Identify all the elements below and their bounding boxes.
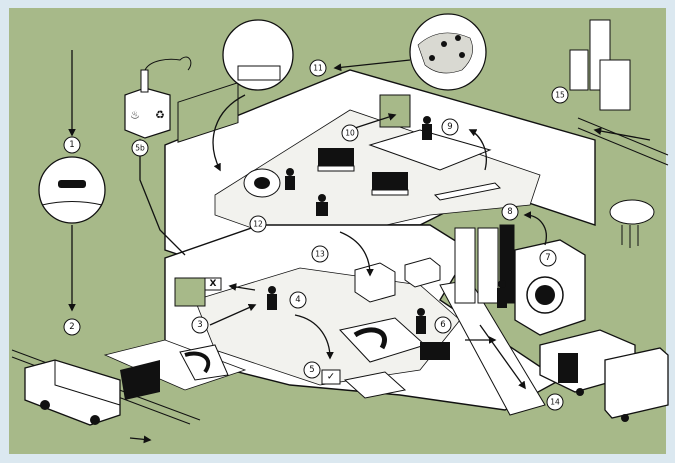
reject-mark-label: X bbox=[210, 279, 217, 289]
inspection-table bbox=[368, 129, 492, 171]
step-badge-circle bbox=[303, 361, 321, 379]
step-badge-label: 9 bbox=[447, 122, 452, 132]
step-badge-label: 11 bbox=[313, 64, 323, 73]
step-badge-label: 13 bbox=[315, 250, 325, 259]
step-badge-label: 5b bbox=[135, 144, 145, 153]
step-badge-label: 1 bbox=[69, 140, 74, 150]
step-badge-circle bbox=[341, 124, 359, 142]
weighing-scale bbox=[343, 371, 407, 399]
step-badge-s5b: 5b bbox=[131, 139, 149, 157]
reject-mark: X bbox=[204, 277, 222, 291]
building bbox=[164, 69, 596, 416]
arrow-8 bbox=[523, 211, 547, 246]
window-upper-left bbox=[177, 82, 239, 143]
arrow-x bbox=[228, 283, 256, 291]
step-badge-s12: 12 bbox=[249, 215, 267, 233]
arrow-2-down bbox=[129, 435, 152, 444]
step-badge-s9: 9 bbox=[441, 118, 459, 136]
step-badge-circle bbox=[289, 291, 307, 309]
flame-icon: ♨ bbox=[130, 109, 140, 122]
pallet-stacks bbox=[317, 148, 409, 196]
city-skyline bbox=[569, 19, 631, 111]
step-badge-circle bbox=[63, 136, 81, 154]
step-badge-s3: 3 bbox=[191, 316, 209, 334]
road-lines bbox=[577, 117, 669, 166]
location-pin-icon bbox=[441, 41, 447, 47]
window-lower-left bbox=[174, 277, 206, 307]
step-badge-circle bbox=[309, 59, 327, 77]
step-badge-circle bbox=[546, 393, 564, 411]
recycle-bin-icon: ♻ bbox=[155, 109, 165, 122]
delivery-truck-left bbox=[24, 359, 121, 426]
step-badge-label: 10 bbox=[345, 129, 355, 138]
conveyor-rollers bbox=[433, 182, 502, 201]
step-badge-s1: 1 bbox=[63, 136, 81, 154]
approve-mark-label: ✓ bbox=[327, 372, 335, 383]
step-badge-label: 6 bbox=[440, 320, 445, 330]
arrow-3 bbox=[209, 303, 257, 326]
step-badge-s6: 6 bbox=[434, 316, 452, 334]
step-badge-s8: 8 bbox=[501, 203, 519, 221]
arrow-13-box bbox=[339, 231, 374, 277]
rain-cloud-icon bbox=[609, 199, 655, 248]
tumble-barrel bbox=[243, 168, 281, 198]
step-badge-s11: 11 bbox=[309, 59, 327, 77]
step-badge-label: 8 bbox=[507, 207, 512, 217]
globe-icon bbox=[409, 13, 487, 91]
step-badge-s14: 14 bbox=[546, 393, 564, 411]
binoculars-icon bbox=[58, 180, 86, 188]
step-badge-s5: 5 bbox=[303, 361, 321, 379]
recycling-mats bbox=[339, 317, 450, 363]
step-badge-circle bbox=[131, 139, 149, 157]
arrow-ramp bbox=[479, 324, 526, 390]
step-badge-s15: 15 bbox=[551, 86, 569, 104]
inspection-inset bbox=[38, 156, 106, 224]
arrow-10 bbox=[354, 113, 397, 129]
design-office-inset bbox=[222, 19, 294, 91]
window-upper-back bbox=[379, 94, 411, 128]
step-badge-label: 4 bbox=[295, 295, 300, 305]
step-badge-label: 12 bbox=[253, 220, 263, 229]
arrow-4-5 bbox=[294, 314, 334, 360]
arrow-office-down bbox=[212, 94, 246, 172]
approve-mark: ✓ bbox=[321, 369, 341, 385]
step-badge-circle bbox=[501, 203, 519, 221]
step-badge-s4: 4 bbox=[289, 291, 307, 309]
step-badge-s7: 7 bbox=[539, 249, 557, 267]
step-badge-circle bbox=[311, 245, 329, 263]
arrow-to-factory bbox=[136, 138, 186, 256]
flow-arrows bbox=[68, 50, 651, 444]
step-badge-label: 5 bbox=[309, 365, 314, 375]
washing-machine-icon bbox=[514, 239, 586, 336]
step-badge-circle bbox=[191, 316, 209, 334]
step-badge-s2: 2 bbox=[63, 318, 81, 336]
step-badge-circle bbox=[539, 249, 557, 267]
box-icon bbox=[354, 257, 441, 303]
step-badge-circle bbox=[434, 316, 452, 334]
arrow-9 bbox=[468, 129, 487, 171]
step-badge-s13: 13 bbox=[311, 245, 329, 263]
sorting-mats bbox=[103, 339, 247, 400]
arrow-15 bbox=[593, 127, 651, 141]
step-badge-circle bbox=[249, 215, 267, 233]
step-badge-circle bbox=[551, 86, 569, 104]
step-badge-label: 7 bbox=[545, 253, 550, 263]
step-badge-s10: 10 bbox=[341, 124, 359, 142]
delivery-truck-right bbox=[539, 329, 669, 422]
step-badge-label: 14 bbox=[550, 398, 560, 407]
step-badge-circle bbox=[63, 318, 81, 336]
step-badge-label: 3 bbox=[197, 320, 202, 330]
factory-icon: ♨ ♻ bbox=[124, 56, 192, 139]
step-badge-label: 15 bbox=[555, 91, 565, 100]
step-badge-label: 2 bbox=[69, 322, 74, 332]
step-badge-circle bbox=[441, 118, 459, 136]
arrow-globe-to-11 bbox=[333, 59, 411, 72]
